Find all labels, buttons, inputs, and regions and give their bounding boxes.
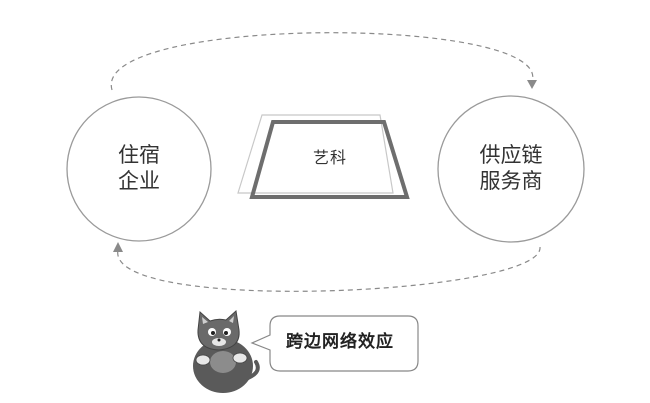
top-arrowhead-icon (527, 80, 537, 89)
right-node-line1: 供应链 (479, 143, 543, 167)
right-node-circle (437, 95, 585, 243)
bottom-arrowhead-icon (113, 242, 123, 252)
top-dashed-arrow (111, 32, 534, 91)
right-node-label: 供应链 服务商 (440, 143, 582, 194)
platform-label: 艺科 (312, 148, 347, 167)
platform-shadow (237, 114, 394, 194)
speech-bubble-text: 跨边网络效应 (286, 332, 394, 352)
right-node-line2: 服务商 (479, 168, 543, 193)
left-node-circle (66, 96, 212, 242)
speech-bubble (250, 315, 419, 372)
left-node-line2: 企业 (118, 168, 160, 193)
bottom-dashed-arrow (117, 246, 541, 292)
platform-trapezoid (249, 120, 410, 199)
cat-mascot-icon (193, 310, 260, 393)
left-node-line1: 住宿 (118, 143, 160, 167)
left-node-label: 住宿 企业 (69, 143, 209, 194)
